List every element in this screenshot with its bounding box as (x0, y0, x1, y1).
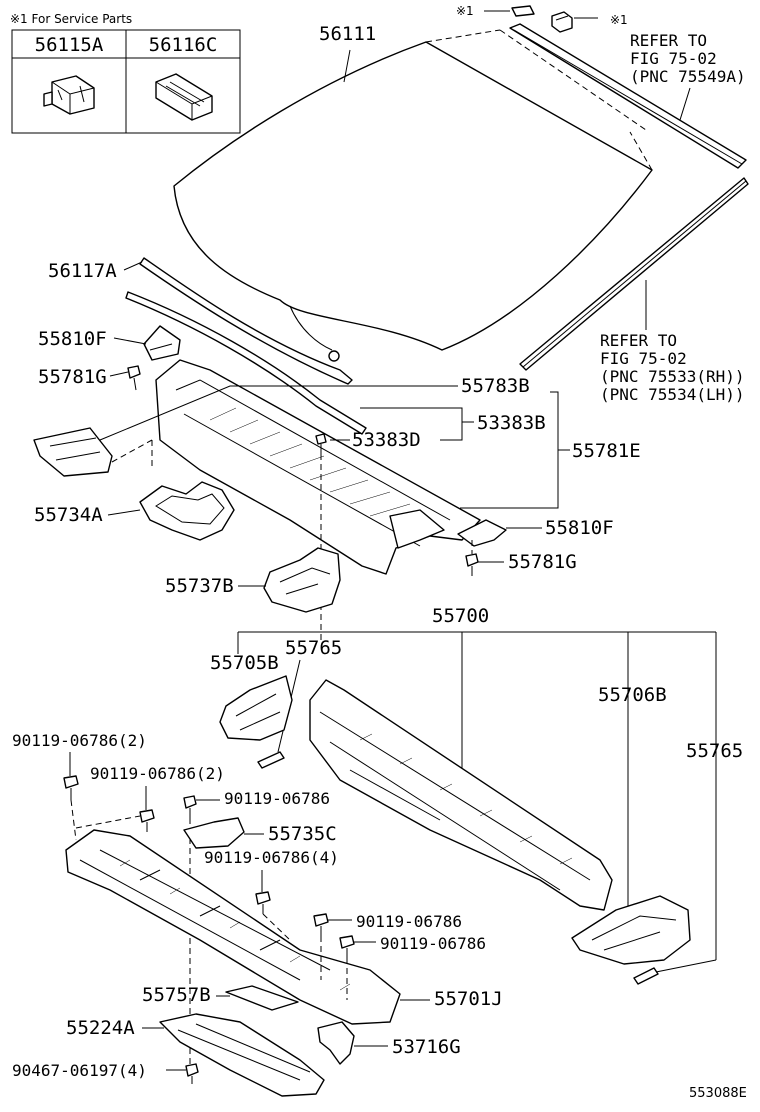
refer-2-line-4: (PNC 75534(LH)) (600, 385, 745, 404)
service-parts-note: ※1 For Service Parts (10, 12, 132, 26)
bracket-55810F-upper (143, 325, 181, 361)
label-55810F-upper: 55810F (38, 328, 107, 350)
label-55701J: 55701J (434, 988, 503, 1010)
label-55783B: 55783B (461, 375, 530, 397)
side-cover-left (33, 427, 113, 477)
label-90119-06786-e: 90119-06786 (356, 912, 462, 931)
lower-panel-55224A (159, 1013, 325, 1097)
pad-55765-left (257, 751, 285, 769)
cowl-louver-panel (155, 359, 481, 575)
label-56111: 56111 (319, 23, 376, 45)
label-55705B: 55705B (210, 652, 279, 674)
label-55735C: 55735C (268, 823, 337, 845)
pad-55757B (225, 985, 299, 1011)
seal-55734A (139, 481, 235, 541)
service-part-56115A-label: 56115A (35, 34, 104, 56)
bracket-55810F-lower (457, 519, 507, 547)
label-90119-06786-f: 90119-06786 (380, 934, 486, 953)
label-55810F-lower: 55810F (545, 517, 614, 539)
clip-55781G-lower (465, 553, 479, 576)
label-56117A: 56117A (48, 260, 117, 282)
service-parts-table (11, 29, 241, 134)
clip-56115A-drawing (43, 75, 95, 115)
clip-marked-part-right (551, 11, 573, 33)
label-55734A: 55734A (34, 504, 103, 526)
pad-55765-right (633, 967, 659, 985)
upper-molding-strip (509, 23, 747, 169)
label-90119-06786-c: 90119-06786 (224, 789, 330, 808)
bolt-90119-b (139, 809, 155, 832)
label-55765-left: 55765 (285, 637, 342, 659)
bolt-90119-f (339, 935, 355, 958)
label-55781G-upper: 55781G (38, 366, 107, 388)
clip-90467 (185, 1063, 199, 1084)
cowl-top-panel-55700 (309, 679, 613, 911)
bolt-90119-c (183, 795, 197, 818)
label-55737B: 55737B (165, 575, 234, 597)
service-part-56116C-label: 56116C (149, 34, 218, 56)
bracket-55705B (219, 675, 293, 741)
bolt-90119-a (63, 775, 79, 800)
label-55757B: 55757B (142, 984, 211, 1006)
windshield-glass (173, 41, 653, 351)
label-90119-06786-x4: 90119-06786(4) (204, 848, 339, 867)
bolt-90119-e (313, 913, 329, 936)
clip-marked-part-left (511, 5, 535, 17)
bracket-55706B (571, 895, 691, 965)
mark-1-left: ※1 (456, 4, 474, 18)
bracket-53716G (317, 1021, 355, 1065)
lower-cowl-panel-55701J (65, 829, 401, 1025)
dam-strip-56117A (139, 257, 353, 385)
clip-56116C-drawing (155, 73, 213, 121)
lower-dam-strip (125, 291, 367, 435)
label-55706B: 55706B (598, 684, 667, 706)
label-53716G: 53716G (392, 1036, 461, 1058)
label-55781G-lower: 55781G (508, 551, 577, 573)
figure-id: 553088E (689, 1086, 747, 1101)
refer-1-line-2: FIG 75-02 (630, 49, 717, 68)
bolt-90119-d (255, 891, 271, 914)
label-90119-06786-x2-a: 90119-06786(2) (12, 731, 147, 750)
label-90119-06786-x2-b: 90119-06786(2) (90, 764, 225, 783)
label-90467-06197-x4: 90467-06197(4) (12, 1061, 147, 1080)
clip-55781G-upper (127, 365, 141, 391)
label-55781E: 55781E (572, 440, 641, 462)
side-molding-strip (519, 177, 749, 371)
refer-2-line-1: REFER TO (600, 331, 677, 350)
bracket-55735C (183, 817, 245, 849)
label-53383D: 53383D (352, 429, 421, 451)
mark-1-right: ※1 (610, 13, 628, 27)
refer-1-line-3: (PNC 75549A) (630, 67, 746, 86)
label-55224A: 55224A (66, 1017, 135, 1039)
refer-2-line-2: FIG 75-02 (600, 349, 687, 368)
clip-53383D (315, 433, 327, 454)
bracket-55737B (263, 547, 341, 613)
refer-2-line-3: (PNC 75533(RH)) (600, 367, 745, 386)
label-55765-right: 55765 (686, 740, 743, 762)
label-53383B: 53383B (477, 412, 546, 434)
refer-1-line-1: REFER TO (630, 31, 707, 50)
label-55700: 55700 (432, 605, 489, 627)
